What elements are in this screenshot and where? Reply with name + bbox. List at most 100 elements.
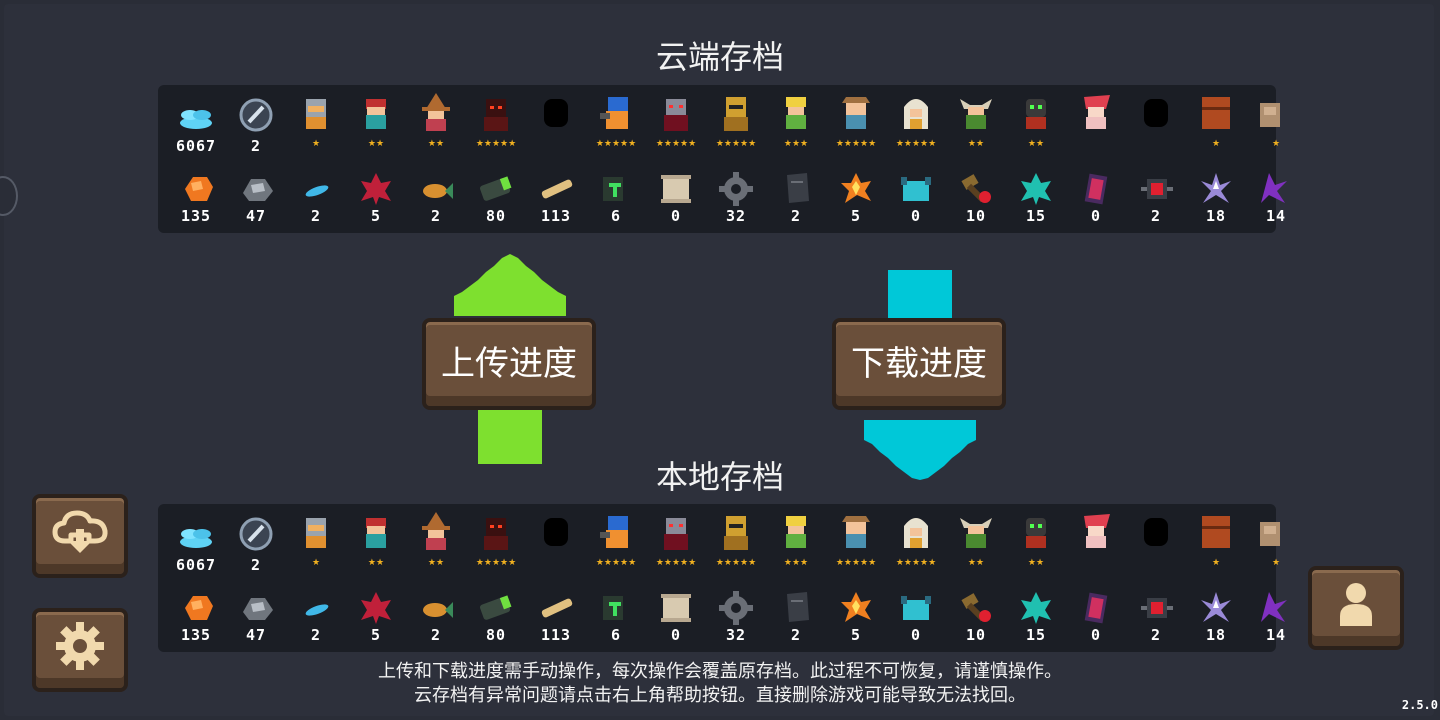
scroll-icon — [661, 594, 691, 622]
item-count: 6 — [610, 207, 622, 225]
material-slot: 10 — [946, 159, 1006, 233]
star-rating: ★ — [1211, 558, 1221, 568]
star-rating: ★★ — [1027, 139, 1045, 149]
upload-progress-button[interactable]: 上传进度 — [422, 318, 596, 410]
cloud-button[interactable] — [32, 494, 128, 578]
wizard-icon — [422, 93, 450, 131]
stone-tablet-icon — [787, 173, 809, 203]
material-slot: 5 — [826, 159, 886, 233]
gem-icon — [180, 529, 212, 548]
item-count: 113 — [540, 207, 572, 225]
fish-icon — [423, 602, 453, 618]
feather-token-icon — [239, 517, 273, 551]
settings-button[interactable] — [32, 608, 128, 692]
star-rating: ★ — [1271, 558, 1281, 568]
pet-icon — [1260, 103, 1280, 127]
device-icon — [1141, 179, 1173, 199]
star-rating: ★★★★★ — [595, 558, 637, 568]
locked-character-icon — [1144, 99, 1168, 127]
download-arrow-icon — [864, 270, 976, 480]
character-slot: ★★★★★ — [826, 85, 886, 159]
character-slot: ★★★★★ — [586, 504, 646, 578]
berserker-icon — [1084, 514, 1110, 548]
star-rating: ★★ — [967, 139, 985, 149]
locked-character-icon — [544, 518, 568, 546]
star-rating: ★★ — [1027, 558, 1045, 568]
material-slot: 113 — [526, 159, 586, 233]
material-slot: 0 — [1066, 578, 1126, 652]
material-slot: 14 — [1246, 159, 1306, 233]
iron-icon — [243, 179, 273, 201]
star-rating: ★★★★★ — [475, 558, 517, 568]
rogue-icon — [366, 99, 386, 129]
material-slot: 10 — [946, 578, 1006, 652]
profile-button[interactable] — [1308, 566, 1404, 650]
chest-icon — [1202, 516, 1230, 548]
elf-icon — [786, 516, 806, 548]
character-slot: ★ — [1186, 504, 1246, 578]
star-rating: ★★ — [367, 558, 385, 568]
paladin-icon — [724, 97, 748, 131]
download-progress-button[interactable]: 下载进度 — [832, 318, 1006, 410]
notice-line-1: 上传和下载进度需手动操作，每次操作会覆盖原存档。此过程不可恢复，请谨慎操作。 — [378, 661, 1062, 682]
flame-icon — [841, 592, 871, 622]
cyan-box-icon — [901, 596, 931, 620]
item-count: 2 — [430, 626, 442, 644]
fish-icon — [423, 183, 453, 199]
item-count: 2 — [790, 207, 802, 225]
item-count: 6067 — [175, 556, 217, 574]
item-count: 0 — [910, 626, 922, 644]
star-rating: ★★★★★ — [655, 558, 697, 568]
assassin-icon — [484, 518, 508, 550]
character-slot: ★★ — [406, 85, 466, 159]
material-slot: 6 — [586, 578, 646, 652]
character-slot: ★★★★★ — [466, 504, 526, 578]
gear-icon — [56, 622, 104, 670]
red-leaf-icon — [361, 173, 391, 205]
item-count: 5 — [370, 626, 382, 644]
cloud-download-icon — [52, 510, 108, 553]
material-slot: 135 — [166, 578, 226, 652]
character-slot: ★ — [286, 504, 346, 578]
knight-icon — [306, 99, 326, 129]
character-slot: ★★★★★ — [886, 504, 946, 578]
feather-icon — [305, 185, 329, 197]
material-slot: 2 — [406, 578, 466, 652]
character-slot: ★★ — [406, 504, 466, 578]
material-slot: 32 — [706, 578, 766, 652]
vampire-icon — [664, 518, 688, 550]
teal-leaf-icon — [1021, 592, 1051, 624]
rogue-icon — [366, 518, 386, 548]
upload-arrow-icon — [454, 254, 566, 464]
notice-line-2: 云存档有异常问题请点击右上角帮助按钮。直接删除游戏可能导致无法找回。 — [414, 685, 1026, 706]
character-slot: ★★★★★ — [826, 504, 886, 578]
character-slot: ★★★★★ — [706, 85, 766, 159]
star-rating: ★★★★★ — [835, 139, 877, 149]
character-slot: ★★★ — [766, 504, 826, 578]
battery-icon — [480, 595, 512, 620]
crystal-icon — [1201, 592, 1231, 622]
character-slot: 2 — [226, 504, 286, 578]
locked-character-icon — [544, 99, 568, 127]
item-count: 47 — [245, 626, 267, 644]
star-rating: ★★ — [367, 139, 385, 149]
purple-crystal-icon — [1261, 173, 1287, 203]
material-slot: 2 — [1126, 578, 1186, 652]
stone-tablet-icon — [787, 592, 809, 622]
material-slot: 15 — [1006, 159, 1066, 233]
item-count: 2 — [1150, 207, 1162, 225]
item-count: 15 — [1025, 207, 1047, 225]
scroll-icon — [661, 175, 691, 203]
item-count: 0 — [910, 207, 922, 225]
item-count: 6067 — [175, 137, 217, 155]
material-slot: 18 — [1186, 578, 1246, 652]
item-count: 47 — [245, 207, 267, 225]
star-rating: ★★★★★ — [895, 139, 937, 149]
material-slot: 2 — [1126, 159, 1186, 233]
chest-icon — [1202, 97, 1230, 129]
material-slot: 0 — [886, 159, 946, 233]
item-count: 10 — [965, 207, 987, 225]
character-slot — [1126, 504, 1186, 578]
item-count: 14 — [1265, 626, 1287, 644]
